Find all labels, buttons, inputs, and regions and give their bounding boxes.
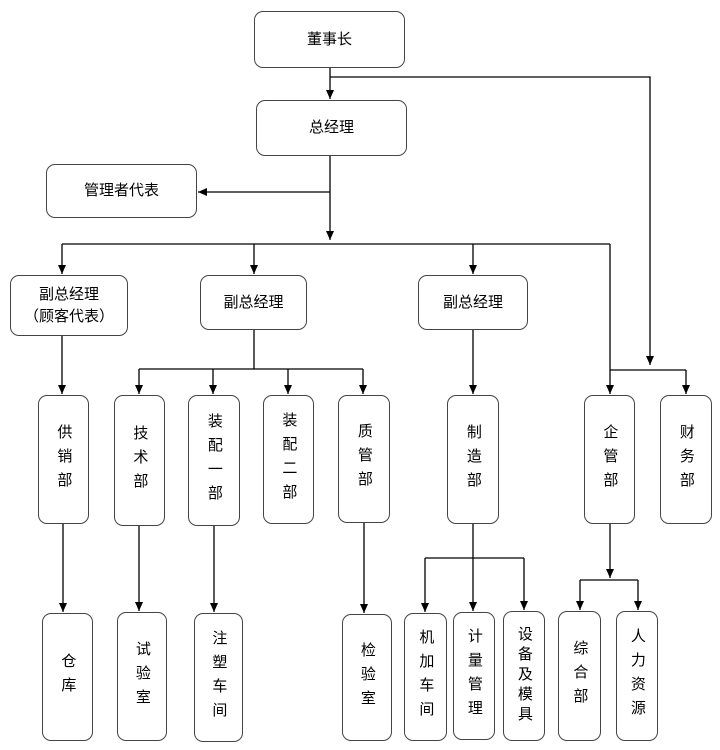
node-human-resources: 人力资源 <box>616 611 658 741</box>
node-label: 人力资源 <box>628 628 647 724</box>
node-vgm-3: 副总经理 <box>418 275 528 330</box>
node-label: 装配一部 <box>205 412 224 509</box>
node-supply-dept: 供销部 <box>38 395 89 524</box>
node-label: 副总经理 <box>442 292 503 311</box>
node-label: 管理者代表 <box>83 181 159 200</box>
node-label: 技术部 <box>131 424 150 497</box>
node-warehouse: 仓库 <box>42 613 93 741</box>
node-manufacturing-dept: 制造部 <box>447 395 499 524</box>
node-label: 检验室 <box>358 641 377 714</box>
node-label: 注塑车间 <box>210 629 229 726</box>
node-chairman: 董事长 <box>254 11 405 68</box>
node-assembly1-dept: 装配一部 <box>188 395 240 526</box>
node-label: 综合部 <box>571 640 590 712</box>
node-test-lab: 试验室 <box>117 612 167 741</box>
node-label: 总经理 <box>308 118 354 137</box>
arrow-chairman-to-finance <box>330 76 654 365</box>
node-label: 计量管理 <box>465 628 484 724</box>
node-label: 董事长 <box>306 29 352 48</box>
node-label: 质管部 <box>355 423 374 495</box>
node-finance-dept: 财务部 <box>660 395 712 524</box>
node-label: 设备及模具 <box>515 626 534 726</box>
node-label: 制造部 <box>464 423 483 496</box>
node-assembly2-dept: 装配二部 <box>263 395 314 524</box>
node-machining-shop: 机加车间 <box>404 613 447 741</box>
node-label: 企管部 <box>601 423 620 496</box>
node-inspection-lab: 检验室 <box>342 614 392 741</box>
node-label: 装配二部 <box>280 411 299 508</box>
node-label: 副总经理 （顾客代表） <box>23 284 114 325</box>
node-label: 机加车间 <box>417 629 436 725</box>
node-enterprise-mgmt-dept: 企管部 <box>584 395 635 524</box>
node-equipment-molds: 设备及模具 <box>503 611 545 741</box>
node-label: 副总经理 <box>223 292 284 311</box>
node-general-affairs: 综合部 <box>558 611 601 741</box>
node-label: 供销部 <box>55 423 74 496</box>
node-management-representative: 管理者代表 <box>46 164 197 218</box>
node-vgm-customer-rep: 副总经理 （顾客代表） <box>10 275 128 336</box>
node-vgm-2: 副总经理 <box>200 275 307 330</box>
node-injection-shop: 注塑车间 <box>194 613 243 742</box>
node-quality-dept: 质管部 <box>338 395 390 523</box>
node-label: 试验室 <box>133 640 152 713</box>
node-metrology: 计量管理 <box>453 612 495 740</box>
node-tech-dept: 技术部 <box>114 395 165 526</box>
node-general-manager: 总经理 <box>256 100 407 156</box>
node-label: 仓库 <box>59 653 78 701</box>
node-label: 财务部 <box>677 423 696 496</box>
